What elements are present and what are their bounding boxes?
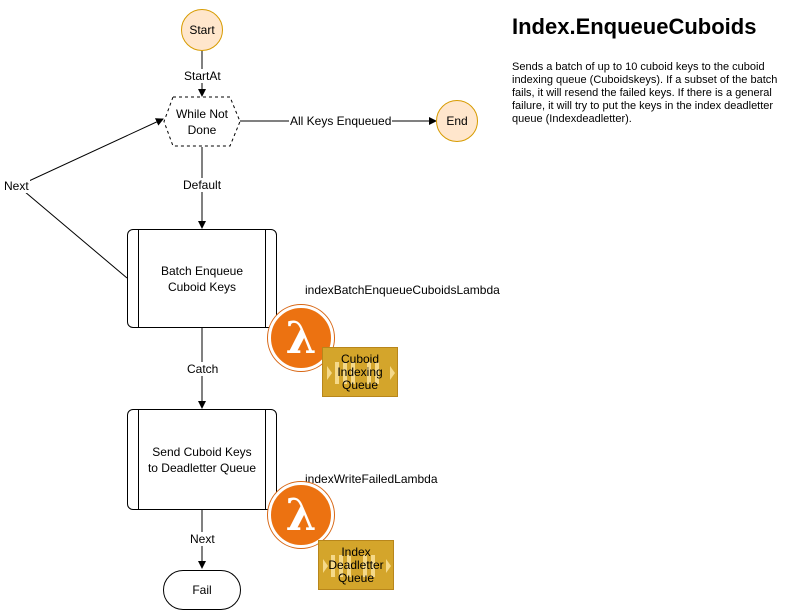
lambda-icon: λ bbox=[268, 482, 334, 548]
batch-enqueue-node: Batch Enqueue Cuboid Keys bbox=[127, 229, 277, 328]
edge-label-all-keys: All Keys Enqueued bbox=[289, 114, 393, 128]
diagram-title: Index.EnqueueCuboids bbox=[512, 14, 757, 39]
queue-bars-icon bbox=[323, 555, 391, 577]
end-label: End bbox=[446, 114, 468, 128]
send-deadletter-node: Send Cuboid Keys to Deadletter Queue bbox=[127, 409, 277, 510]
edge-label-default: Default bbox=[182, 178, 223, 192]
write-lambda-name: indexWriteFailedLambda bbox=[305, 472, 438, 486]
write-queue-line-3: Queue bbox=[337, 570, 375, 585]
while-line-2: Done bbox=[187, 122, 217, 137]
edge-label-catch: Catch bbox=[186, 362, 220, 376]
queue-bars-icon bbox=[327, 362, 395, 384]
diagram-description: Sends a batch of up to 10 cuboid keys to… bbox=[512, 61, 778, 125]
send-line-1: Send Cuboid Keys bbox=[152, 444, 252, 459]
end-node: End bbox=[436, 100, 478, 142]
hexagon-shape bbox=[163, 96, 241, 147]
while-not-done-node: While Not Done bbox=[163, 96, 241, 147]
batch-queue-line-2: Indexing bbox=[337, 364, 383, 379]
edge-label-next-fail: Next bbox=[189, 532, 216, 546]
batch-line-2: Cuboid Keys bbox=[167, 279, 237, 294]
start-label: Start bbox=[189, 23, 215, 37]
lambda-glyph: λ bbox=[285, 312, 317, 364]
start-node: Start bbox=[181, 9, 223, 51]
edge-label-start-at: StartAt bbox=[183, 69, 222, 83]
batch-lambda-name: indexBatchEnqueueCuboidsLambda bbox=[305, 283, 500, 297]
while-not-done-label: While Not Done bbox=[163, 96, 241, 147]
write-queue-label: Index Deadletter Queue bbox=[319, 541, 393, 589]
write-queue-line-2: Deadletter bbox=[328, 557, 384, 572]
batch-line-1: Batch Enqueue bbox=[160, 263, 244, 278]
lambda-icon: λ bbox=[268, 305, 334, 371]
edge-label-next-loop: Next bbox=[3, 179, 30, 193]
while-line-1: While Not bbox=[175, 106, 228, 121]
fail-node: Fail bbox=[163, 570, 241, 610]
sqs-queue-icon: Index Deadletter Queue bbox=[318, 540, 394, 590]
batch-queue-line-3: Queue bbox=[341, 377, 379, 392]
write-queue-line-1: Index bbox=[341, 544, 371, 559]
sqs-queue-icon: Cuboid Indexing Queue bbox=[322, 347, 398, 397]
fail-label: Fail bbox=[192, 583, 212, 597]
send-line-2: to Deadletter Queue bbox=[147, 460, 257, 475]
lambda-glyph: λ bbox=[285, 489, 317, 541]
batch-queue-line-1: Cuboid bbox=[340, 351, 380, 366]
batch-queue-label: Cuboid Indexing Queue bbox=[323, 348, 397, 396]
